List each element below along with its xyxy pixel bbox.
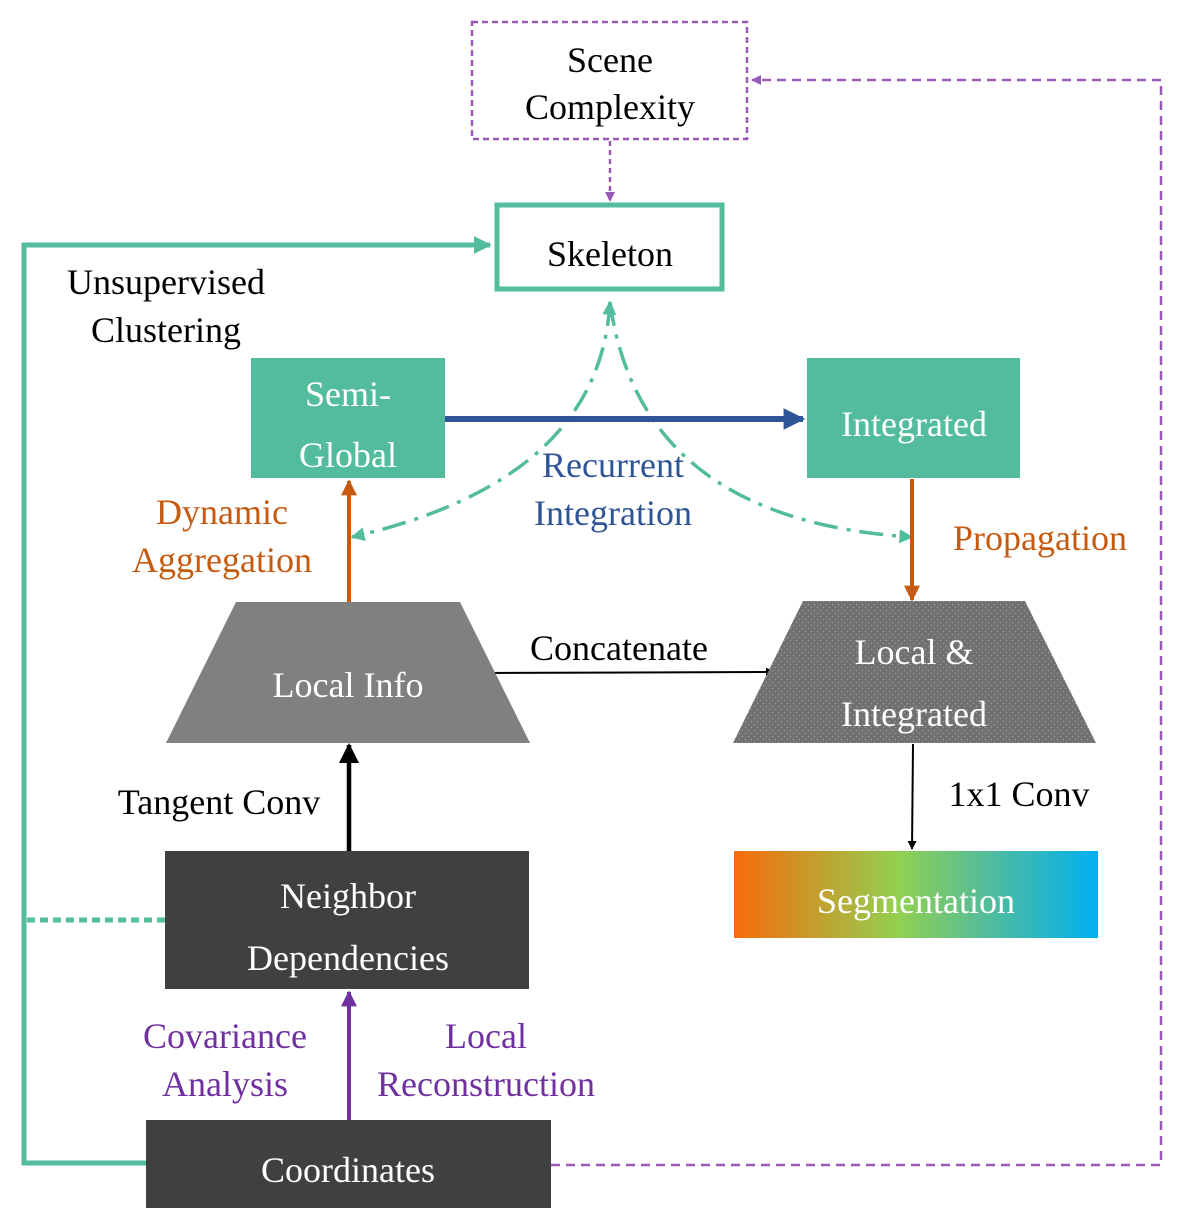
- unsupervised-label-line2: Clustering: [91, 310, 241, 350]
- integrated-label: Integrated: [841, 404, 987, 444]
- neighbor-line2: Dependencies: [247, 938, 449, 978]
- skeleton-label: Skeleton: [547, 234, 673, 274]
- conv-1x1-arrow: [907, 743, 917, 850]
- local-info-label: Local Info: [273, 665, 424, 705]
- neighbor-line1: Neighbor: [280, 876, 416, 916]
- recurrent-label-line2: Integration: [534, 493, 692, 533]
- semi-global-line2: Global: [299, 435, 397, 475]
- scene-complexity-line2: Complexity: [525, 87, 695, 127]
- tangent-conv-label: Tangent Conv: [118, 782, 320, 822]
- feedback-dashed-connector: [551, 75, 1163, 1167]
- conv-1x1-label: 1x1 Conv: [948, 774, 1089, 814]
- local-info-node[interactable]: Local Info: [166, 602, 530, 743]
- coordinates-label: Coordinates: [261, 1150, 435, 1190]
- covariance-label-line2: Analysis: [162, 1064, 288, 1104]
- segmentation-node[interactable]: Segmentation: [734, 851, 1098, 938]
- unsupervised-clustering-connector: [21, 236, 492, 1166]
- local-integrated-line1: Local &: [855, 632, 974, 672]
- unsupervised-label-line1: Unsupervised: [67, 262, 265, 302]
- scene-complexity-node[interactable]: Scene Complexity: [470, 20, 749, 141]
- semi-global-node[interactable]: Semi- Global: [251, 358, 445, 478]
- local-integrated-node[interactable]: Local & Integrated: [733, 601, 1096, 743]
- propagation-label: Propagation: [953, 518, 1127, 558]
- reconstruction-label-line2: Reconstruction: [377, 1064, 595, 1104]
- concatenate-arrow: [487, 667, 775, 677]
- skeleton-to-semiglobal-curve: [350, 300, 617, 541]
- recurrent-label-line1: Recurrent: [542, 445, 684, 485]
- segmentation-label: Segmentation: [817, 881, 1015, 921]
- integrated-node[interactable]: Integrated: [807, 358, 1020, 478]
- skeleton-node[interactable]: Skeleton: [494, 202, 725, 292]
- coordinates-node[interactable]: Coordinates: [146, 1120, 551, 1208]
- skeleton-to-integrated-curve: [608, 301, 914, 544]
- dynamic-label-line2: Aggregation: [132, 540, 312, 580]
- scene-complexity-line1: Scene: [567, 40, 653, 80]
- semi-global-line1: Semi-: [305, 374, 391, 414]
- local-integrated-line2: Integrated: [841, 694, 987, 734]
- neighbor-dependencies-node[interactable]: Neighbor Dependencies: [165, 851, 529, 989]
- covariance-label-line1: Covariance: [143, 1016, 307, 1056]
- concatenate-label: Concatenate: [530, 628, 708, 668]
- dynamic-label-line1: Dynamic: [156, 492, 288, 532]
- reconstruction-label-line1: Local: [445, 1016, 527, 1056]
